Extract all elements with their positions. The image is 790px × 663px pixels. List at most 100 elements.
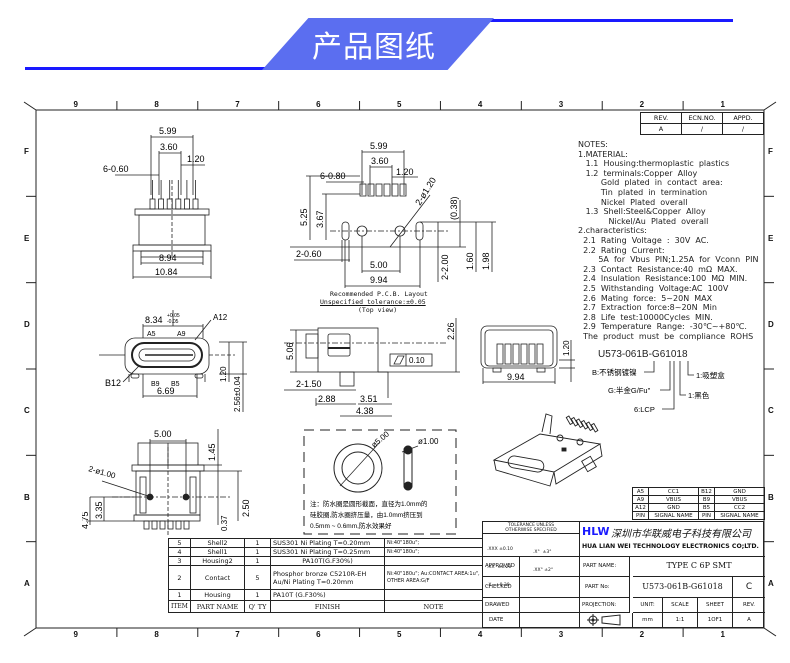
terminal-pin (570, 416, 579, 427)
terminal-finger (512, 343, 520, 365)
gasket-detail: ø5.00 ø1.00 注：防水圈是圆形截面，直径为1.0mm的 硅胶圈,防水圈… (303, 429, 457, 535)
dim-dia-5-00: ø5.00 (370, 429, 392, 449)
bom-header-note: NOTE (384, 600, 483, 613)
checked-field[interactable] (520, 577, 580, 598)
notes-block: NOTES: 1.MATERIAL: 1.1 Housing:thermopla… (578, 140, 758, 341)
zone-column-label: 7 (235, 630, 240, 639)
dim-2-dia-1-00: 2-ø1.00 (87, 464, 117, 480)
terminal-finger (536, 343, 544, 365)
zone-column-label: 5 (397, 100, 402, 109)
company-name-cn: 深圳市华联威电子科技有限公司 (611, 529, 751, 540)
terminal-pin (167, 520, 174, 530)
unit-label: UNIT: (633, 598, 663, 613)
sheet-value: 1OF1 (698, 613, 733, 627)
pin-header: PIN (632, 511, 649, 520)
dim-1-20: 1.20 (187, 154, 205, 164)
notes-line: 2.2 Rating Current: (578, 245, 665, 255)
bom-name: Housing2 (190, 556, 245, 566)
pin-label-a12: A12 (213, 313, 228, 322)
legend-1-box: 1:吸塑盒 (696, 370, 725, 380)
projection-label: PROJECTION: (580, 598, 630, 613)
bom-item: 4 (168, 547, 191, 557)
revision-block: REV.ECN.NO.APPD. A// (640, 112, 764, 135)
dim-3-51: 3.51 (360, 394, 378, 404)
dim-9-94: 9.94 (370, 275, 388, 285)
dim-8-94: 8.94 (159, 253, 177, 263)
bom-note: Ni:40"180u"; (384, 538, 483, 548)
zone-row-label: C (24, 406, 30, 416)
terminal-pin (580, 419, 589, 430)
drawed-field[interactable] (520, 598, 580, 613)
zone-column-label: 6 (316, 100, 321, 109)
bom-qty: 1 (244, 538, 271, 548)
pin-cell: B5 (698, 503, 715, 512)
rev-value: A (747, 617, 751, 623)
notes-line: 2.6 Mating force: 5~20N MAX (578, 293, 713, 303)
notes-line: 2.5 Withstanding Voltage:AC 100V (578, 283, 729, 293)
pcb-caption-2: Unspecified tolerance:±0.05 (320, 298, 426, 306)
dim-2-88: 2.88 (318, 394, 336, 404)
zone-row-label: E (24, 233, 30, 243)
terminal-pin (159, 520, 166, 530)
dim-5-00: 5.00 (154, 429, 172, 439)
signal-cell: VBUS (648, 495, 699, 504)
bom-item: 3 (168, 556, 191, 566)
tol-xx: .XX ±0.20 (487, 565, 512, 570)
signal-header: SIGNAL NAME (648, 511, 699, 520)
pin-cell: B9 (698, 495, 715, 504)
zone-column-label: 8 (154, 630, 159, 639)
dim-6-0-60: 6-0.60 (103, 164, 129, 174)
bom-qty: 1 (244, 547, 271, 557)
dim-1-98: 1.98 (481, 252, 491, 270)
terminal-finger (504, 343, 512, 365)
dim-4-38: 4.38 (356, 406, 374, 416)
signal-cell: CC1 (648, 487, 699, 496)
terminal-finger (496, 343, 504, 365)
bom-qty: 1 (244, 556, 271, 566)
notes-line: Gold plated in contact area: (578, 178, 723, 188)
terminal-pin (192, 198, 199, 210)
projection-symbol-cell (580, 613, 633, 627)
date-field[interactable] (520, 613, 580, 627)
page-title: 产品图纸 (312, 30, 436, 65)
dim-3-60: 3.60 (160, 142, 178, 152)
notes-line: Tin plated in termination (578, 187, 708, 197)
bom-finish: PA10T (G.F30%) (270, 589, 385, 601)
zone-column-label: 5 (397, 630, 402, 639)
dim-5-99: 5.99 (370, 141, 388, 151)
dim-5-99: 5.99 (159, 126, 177, 136)
terminal-pin (184, 198, 190, 210)
zone-column-label: 3 (558, 630, 564, 639)
sheet-label: SHEET (698, 598, 733, 613)
notes-line: 2.3 Contact Resistance:40 mΩ MAX. (578, 264, 738, 274)
checked-label: CHECKED (483, 577, 520, 598)
pin-label-a5: A5 (147, 331, 156, 338)
approved-field[interactable] (520, 556, 580, 577)
notes-line: The product must be compliance ROHS (578, 331, 754, 341)
unit-value: mm (633, 613, 663, 627)
zone-row-label: E (768, 233, 774, 243)
rev-value: A (640, 123, 682, 135)
bom-header-qty: Q' TY (244, 600, 271, 613)
gasket-note-line-2: 硅胶圈,防水圈挤压量，由1.0mm挤压到 (310, 510, 423, 519)
terminal-pin (565, 415, 574, 426)
dim-5-25: 5.25 (299, 208, 309, 226)
bom-finish: PA10T(G.F30%) (270, 556, 385, 566)
zone-column-label: 7 (235, 100, 240, 109)
dim-2-dia-1-20: 2-ø1.20 (413, 175, 438, 207)
banner-line-left (25, 67, 265, 70)
signal-header: SIGNAL NAME (714, 511, 765, 520)
notes-line: 2.1 Rating Voltage : 30V AC. (578, 235, 709, 245)
part-code-legend: U573-061B-G61018 B:不锈钢镀镍 G:半金G/Fu" 6:LCP… (592, 349, 725, 414)
dim-6-69: 6.69 (157, 386, 175, 396)
zone-column-label: 8 (154, 100, 159, 109)
terminal-pin (575, 418, 584, 429)
part-code: U573-061B-G61018 (598, 349, 688, 360)
terminal-pin (149, 198, 156, 210)
